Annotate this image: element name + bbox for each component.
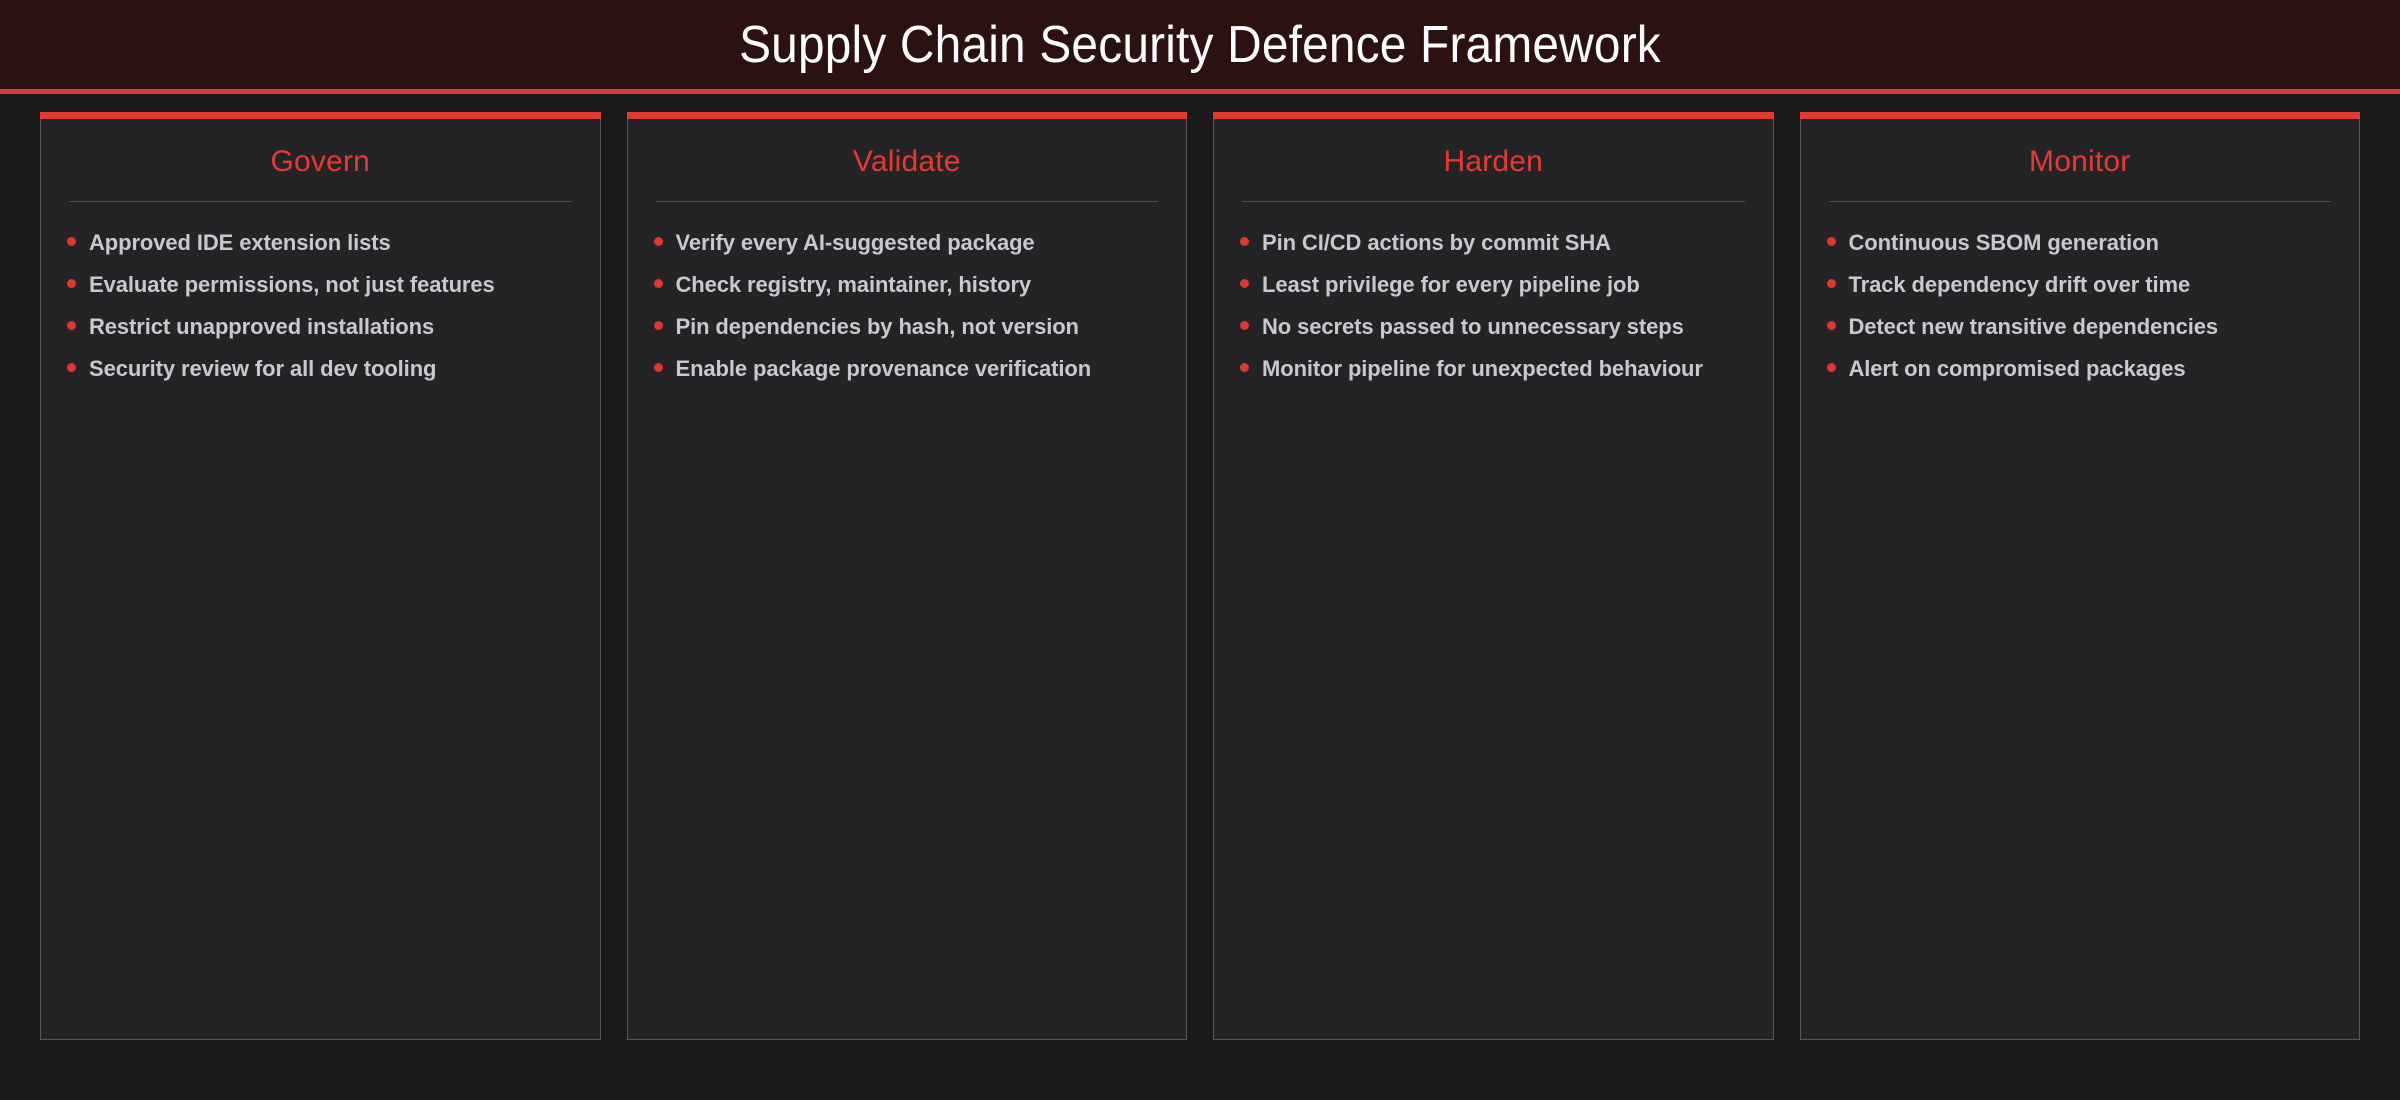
card-divider xyxy=(69,201,572,202)
list-item-label: Continuous SBOM generation xyxy=(1848,230,2159,255)
bullet-dot-icon xyxy=(67,237,76,246)
list-item-label: Restrict unapproved installations xyxy=(89,313,435,339)
card-accent-bar xyxy=(1213,112,1774,119)
list-item-label: Monitor pipeline for unexpected behaviou… xyxy=(1262,355,1703,381)
card-divider xyxy=(1828,201,2331,202)
card-title-validate: Validate xyxy=(852,145,961,178)
list-item-label: Track dependency drift over time xyxy=(1848,271,2191,297)
card-accent-bar xyxy=(1799,112,2360,119)
bullet-dot-icon xyxy=(67,278,76,288)
list-item-label: Pin CI/CD actions by commit SHA xyxy=(1262,230,1611,255)
bullet-dot-icon xyxy=(67,320,76,330)
list-item: Track dependency drift over time xyxy=(1823,270,2334,300)
card-title-monitor: Monitor xyxy=(2029,145,2131,178)
list-item: Detect new transitive dependencies xyxy=(1823,312,2334,342)
list-item: Security review for all dev tooling xyxy=(63,354,574,384)
list-item-label: No secrets passed to unnecessary steps xyxy=(1262,313,1684,339)
list-item: Alert on compromised packages xyxy=(1823,354,2334,384)
card-title-harden: Harden xyxy=(1443,145,1544,178)
card-accent-bar xyxy=(626,112,1187,119)
bullet-dot-icon xyxy=(1826,320,1836,330)
card-list-harden: Pin CI/CD actions by commit SHA Least pri… xyxy=(1214,228,1773,396)
bullet-dot-icon xyxy=(1240,278,1249,288)
list-item: No secrets passed to unnecessary steps xyxy=(1236,312,1747,342)
list-item-label: Enable package provenance verification xyxy=(675,355,1092,381)
bullet-dot-icon xyxy=(1240,237,1249,246)
bullet-dot-icon xyxy=(1240,362,1249,372)
list-item-label: Alert on compromised packages xyxy=(1848,355,2186,381)
list-item-label: Evaluate permissions, not just features xyxy=(89,271,495,297)
list-item: Continuous SBOM generation xyxy=(1823,228,2334,258)
bullet-dot-icon xyxy=(1826,278,1836,288)
card-divider xyxy=(1242,201,1745,202)
bullet-dot-icon xyxy=(653,320,663,330)
bullet-dot-icon xyxy=(1240,320,1249,330)
list-item: Pin dependencies by hash, not version xyxy=(650,312,1161,342)
list-item: Monitor pipeline for unexpected behaviou… xyxy=(1236,354,1747,384)
card-divider xyxy=(655,201,1158,202)
list-item-label: Approved IDE extension lists xyxy=(89,230,391,255)
list-item: Evaluate permissions, not just features xyxy=(63,270,574,300)
bullet-dot-icon xyxy=(653,362,663,372)
list-item: Approved IDE extension lists xyxy=(63,228,574,258)
list-item-label: Security review for all dev tooling xyxy=(89,355,437,381)
bullet-dot-icon xyxy=(67,362,76,372)
list-item: Restrict unapproved installations xyxy=(63,312,574,342)
page-header: Supply Chain Security Defence Framework xyxy=(0,0,2400,89)
list-item: Verify every AI-suggested package xyxy=(650,228,1161,258)
card-accent-bar xyxy=(40,112,601,119)
list-item: Enable package provenance verification xyxy=(650,354,1161,384)
list-item-label: Detect new transitive dependencies xyxy=(1848,313,2219,339)
header-accent-rule xyxy=(0,89,2400,94)
card-title-govern: Govern xyxy=(270,145,371,178)
list-item: Check registry, maintainer, history xyxy=(650,270,1161,300)
bullet-dot-icon xyxy=(653,237,663,246)
bullet-dot-icon xyxy=(1826,237,1836,246)
list-item-label: Check registry, maintainer, history xyxy=(675,271,1032,297)
bullet-dot-icon xyxy=(653,278,663,288)
list-item-label: Least privilege for every pipeline job xyxy=(1262,271,1640,297)
list-item-label: Pin dependencies by hash, not version xyxy=(675,313,1080,339)
list-item: Least privilege for every pipeline job xyxy=(1236,270,1747,300)
page-title: Supply Chain Security Defence Framework xyxy=(739,15,1661,74)
bullet-dot-icon xyxy=(1826,362,1836,372)
list-item-label: Verify every AI-suggested package xyxy=(675,230,1035,255)
list-item: Pin CI/CD actions by commit SHA xyxy=(1236,228,1747,258)
